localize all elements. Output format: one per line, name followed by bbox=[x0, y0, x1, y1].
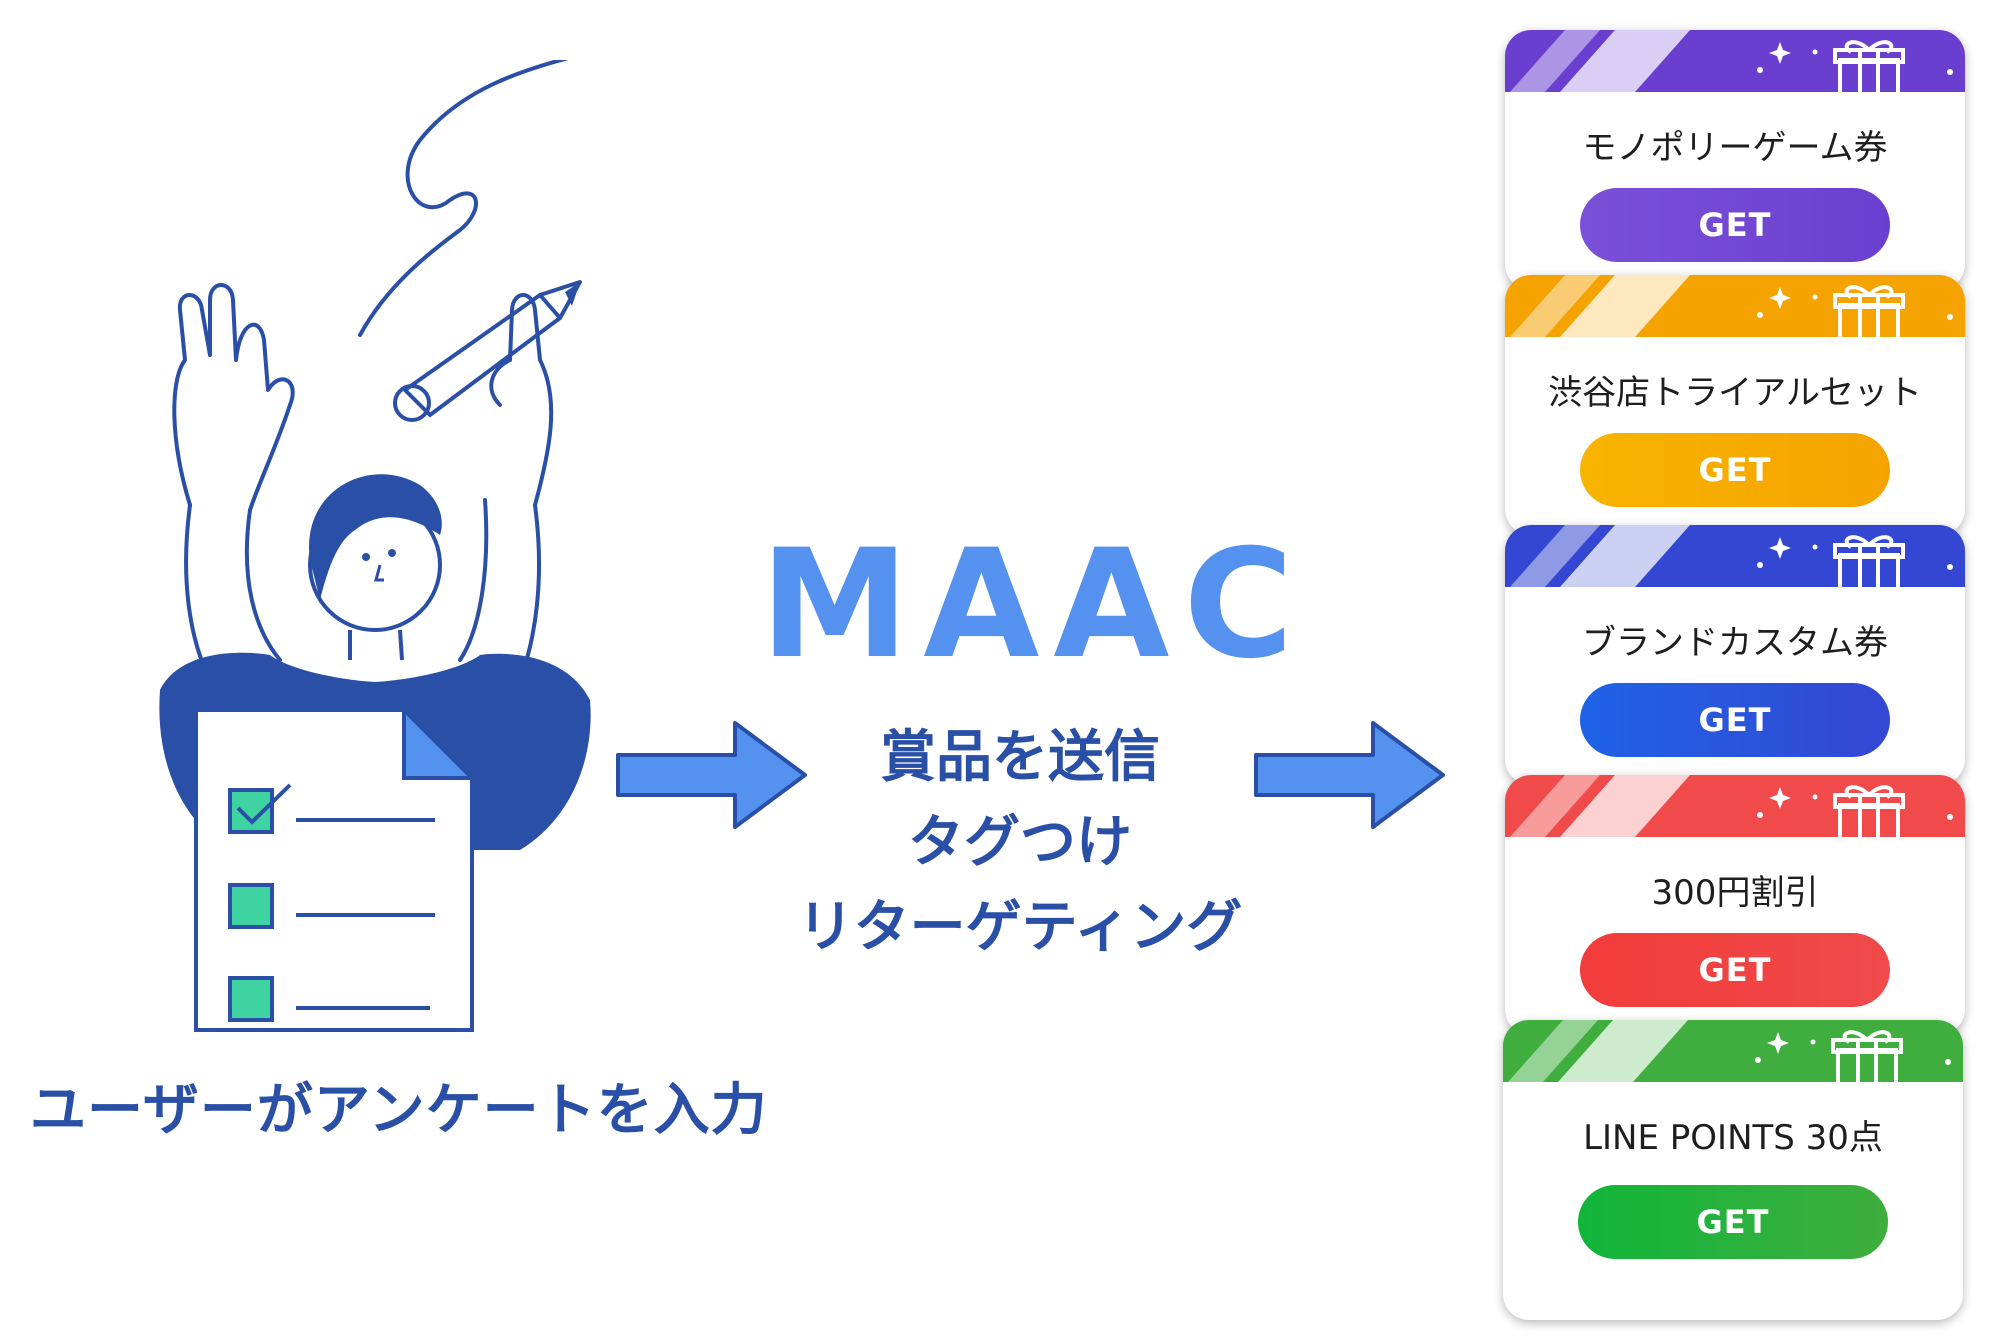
coupon-get-button[interactable]: GET bbox=[1580, 433, 1890, 507]
arrow-right-icon bbox=[616, 721, 807, 829]
coupon-header-band bbox=[1505, 775, 1965, 837]
coupon-get-button[interactable]: GET bbox=[1578, 1185, 1888, 1259]
feature-send-prize: 賞品を送信 bbox=[880, 725, 1160, 790]
coupon-card: 渋谷店トライアルセット GET bbox=[1505, 275, 1965, 535]
coupon-get-button[interactable]: GET bbox=[1580, 933, 1890, 1007]
gift-icon bbox=[1833, 785, 1905, 837]
user-survey-caption: ユーザーがアンケートを入力 bbox=[30, 1078, 768, 1143]
coupon-get-button[interactable]: GET bbox=[1580, 188, 1890, 262]
gift-icon bbox=[1833, 285, 1905, 337]
coupon-title: ブランドカスタム券 bbox=[1582, 623, 1888, 663]
coupon-header-band bbox=[1505, 30, 1965, 92]
person-with-pencil-illustration bbox=[159, 60, 591, 1032]
arrow-right-icon bbox=[1254, 721, 1445, 829]
coupon-title: LINE POINTS 30点 bbox=[1583, 1118, 1883, 1158]
coupon-get-button[interactable]: GET bbox=[1580, 683, 1890, 757]
coupon-card: LINE POINTS 30点 GET bbox=[1503, 1020, 1963, 1320]
coupon-header-band bbox=[1505, 525, 1965, 587]
coupon-header-band bbox=[1503, 1020, 1963, 1082]
feature-retargeting: リターゲティング bbox=[797, 895, 1243, 960]
maac-logo-text: MAAC bbox=[760, 518, 1308, 692]
coupon-header-band bbox=[1505, 275, 1965, 337]
coupon-title: モノポリーゲーム券 bbox=[1582, 128, 1888, 168]
coupon-card: 300円割引 GET bbox=[1505, 775, 1965, 1035]
feature-tagging: タグつけ bbox=[908, 810, 1132, 875]
survey-form-icon bbox=[194, 705, 477, 1032]
coupon-title: 300円割引 bbox=[1651, 873, 1819, 913]
coupon-card: モノポリーゲーム券 GET bbox=[1505, 30, 1965, 290]
gift-icon bbox=[1833, 40, 1905, 92]
coupon-title: 渋谷店トライアルセット bbox=[1548, 373, 1922, 413]
coupon-card: ブランドカスタム券 GET bbox=[1505, 525, 1965, 785]
gift-icon bbox=[1833, 535, 1905, 587]
gift-icon bbox=[1831, 1030, 1903, 1082]
